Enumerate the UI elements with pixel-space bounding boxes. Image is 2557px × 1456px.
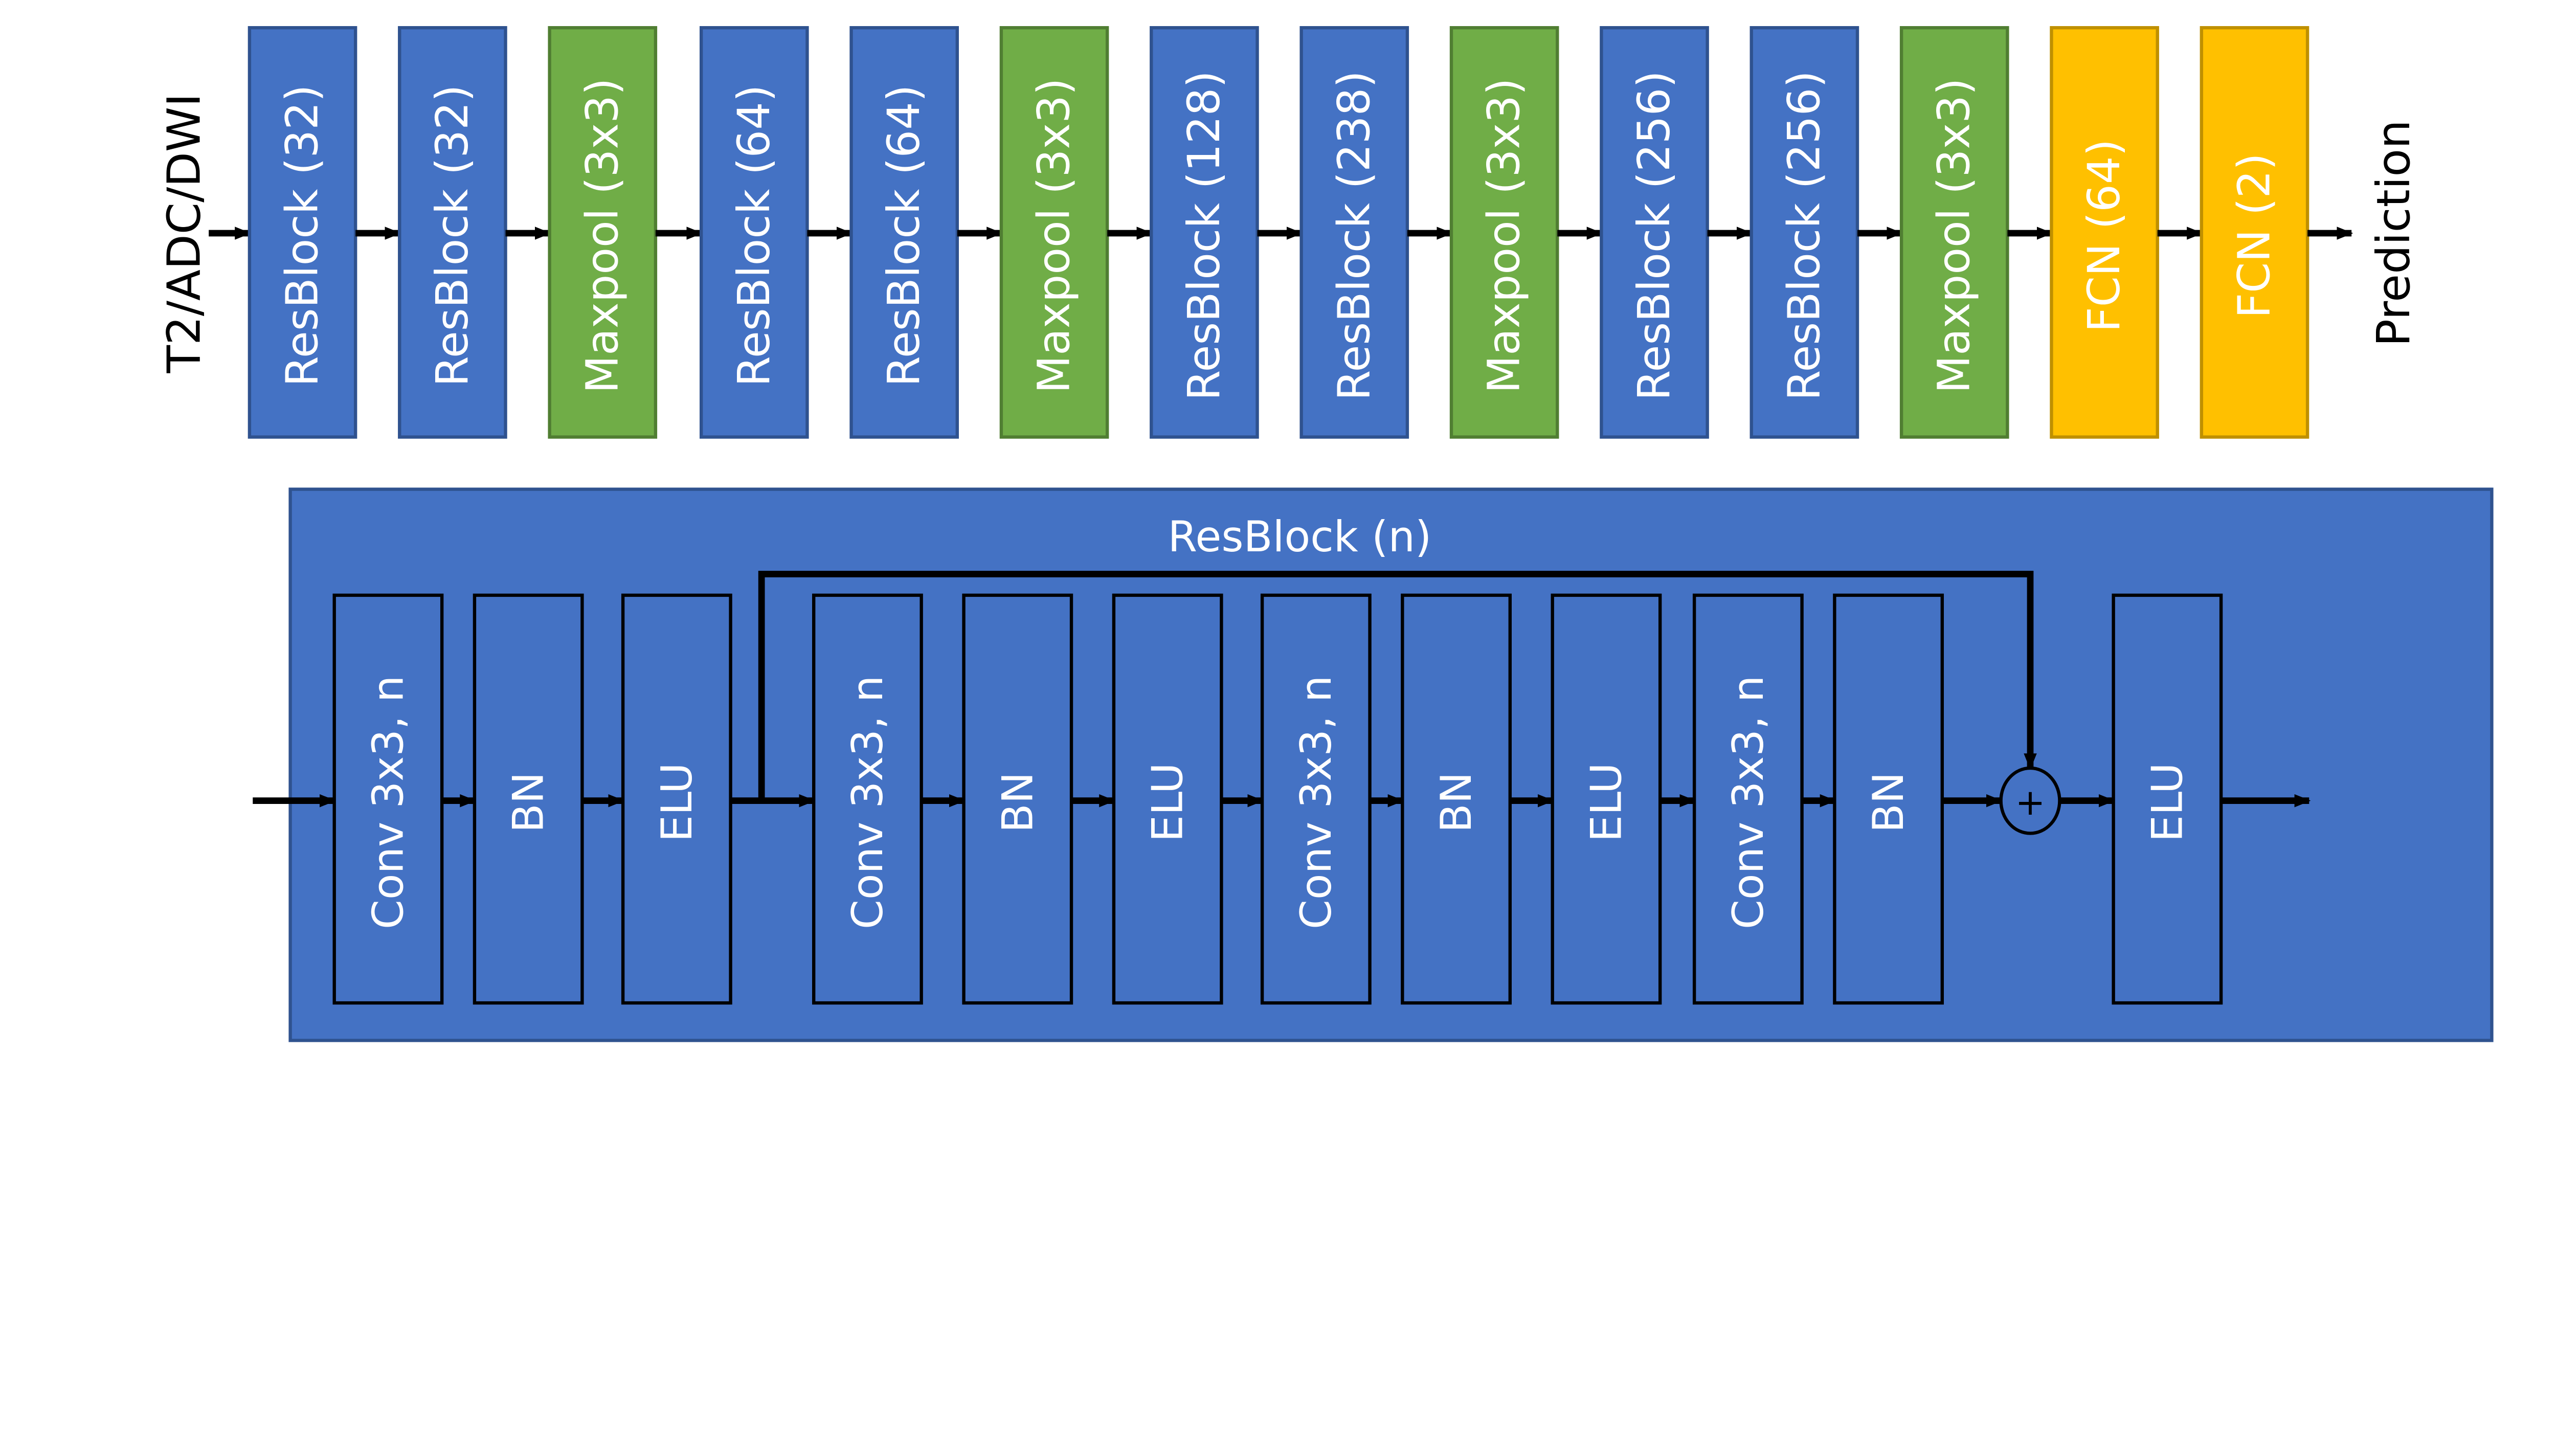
resblock-label: ResBlock (32) [427,84,478,387]
maxpool-block [1899,26,2009,439]
resblock-label: ResBlock (64) [879,84,930,387]
resblock-label: ResBlock (238) [1329,71,1380,400]
layer-block [473,593,584,1005]
input-label: T2/ADC/DWI [158,94,211,374]
layer-label: ELU [652,763,702,842]
fcn-block [2050,26,2159,439]
fcn-label: FCN (2) [2229,153,2280,318]
layer-label: BN [1864,772,1913,833]
layer-label: Conv 3x3, n [1723,676,1773,929]
layer-label: ELU [2142,763,2192,842]
layer-label: ELU [1581,763,1631,842]
resblock-block [849,26,959,439]
resblock-block [1600,26,1709,439]
layer-block [332,593,444,1005]
output-label: Prediction [2367,120,2420,346]
resblock-block [398,26,507,439]
skip-connection [758,571,2037,801]
layer-label: BN [993,772,1042,833]
maxpool-label: Maxpool (3x3) [1479,78,1530,393]
layer-block [1112,593,1223,1005]
resblock-label: ResBlock (256) [1629,71,1680,400]
resblock-block [699,26,809,439]
fcn-block [2200,26,2309,439]
layer-block [621,593,732,1005]
resblock-label: ResBlock (128) [1179,71,1230,400]
layer-label: BN [1431,772,1481,833]
layer-label: BN [504,772,553,833]
diagram: T2/ADC/DWI ResBlock (32) ResBlock (32) Maxp… [158,26,2494,1042]
network-architecture-diagram: T2/ADC/DWI ResBlock (32) ResBlock (32) Maxp… [158,26,2494,1042]
layer-label: Conv 3x3, n [1291,676,1341,929]
layer-block [962,593,1073,1005]
maxpool-label: Maxpool (3x3) [1029,78,1080,393]
maxpool-label: Maxpool (3x3) [1929,78,1980,393]
resblock-label: ResBlock (32) [277,84,328,387]
fcn-label: FCN (64) [2079,139,2130,332]
layer-label: ELU [1143,763,1193,842]
resblock-label: ResBlock (64) [729,84,780,387]
resblock-block [1299,26,1409,439]
maxpool-block [548,26,658,439]
maxpool-label: Maxpool (3x3) [577,78,628,393]
resblock-label: ResBlock (256) [1779,71,1830,400]
sum-symbol: + [2015,781,2046,823]
layer-block [1260,593,1372,1005]
layer-block [1551,593,1662,1005]
layer-label: Conv 3x3, n [363,676,413,929]
maxpool-block [1449,26,1559,439]
maxpool-block [999,26,1109,439]
layer-label: Conv 3x3, n [843,676,892,929]
layer-block [1401,593,1512,1005]
resblock-block [1749,26,1859,439]
resblock-title: ResBlock (n) [1168,512,1432,562]
